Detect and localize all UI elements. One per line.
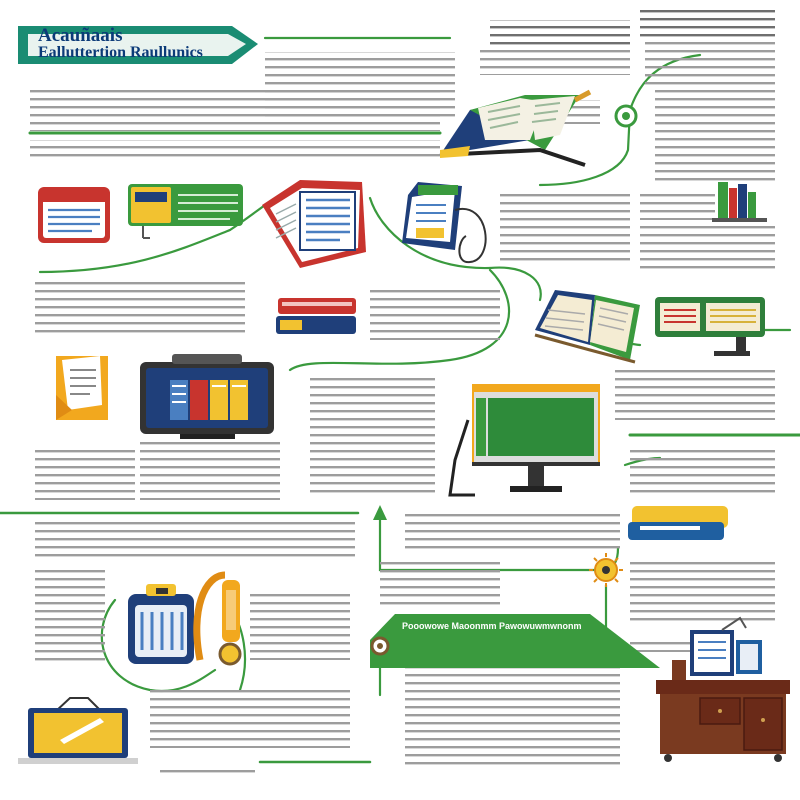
open-book-2-icon — [534, 290, 640, 364]
list-card-icon — [38, 187, 110, 243]
center-banner — [370, 614, 660, 668]
sun-node-icon — [589, 553, 623, 587]
yellow-book-icon — [628, 506, 728, 540]
header-banner — [18, 26, 258, 64]
green-panel-icon — [128, 184, 243, 239]
laptop-icon — [18, 697, 138, 764]
page-title-line2: Ealluttertion Raullunics — [38, 44, 203, 61]
text-blocks — [30, 10, 775, 777]
open-book-icon — [439, 89, 592, 167]
phone-card-icon — [402, 182, 487, 264]
office-desk-icon — [656, 616, 790, 762]
book-brochure-icon — [262, 180, 366, 268]
page-title-line1: Acauñaais — [38, 25, 123, 46]
backpack-icon — [128, 584, 194, 664]
closed-books-icon — [276, 298, 356, 334]
node-icon — [614, 104, 638, 128]
bookshelf-icon — [712, 182, 767, 222]
desktop-monitor-icon — [448, 384, 600, 497]
center-banner-label: Pooowowe Maoonmm Pawowuwmwnonm — [402, 621, 582, 631]
monitor-panel-icon — [655, 297, 765, 356]
arrow-up-icon — [373, 505, 387, 520]
document-card-icon — [56, 356, 108, 420]
headphones-icon — [193, 571, 242, 666]
projector-icon — [140, 354, 274, 439]
